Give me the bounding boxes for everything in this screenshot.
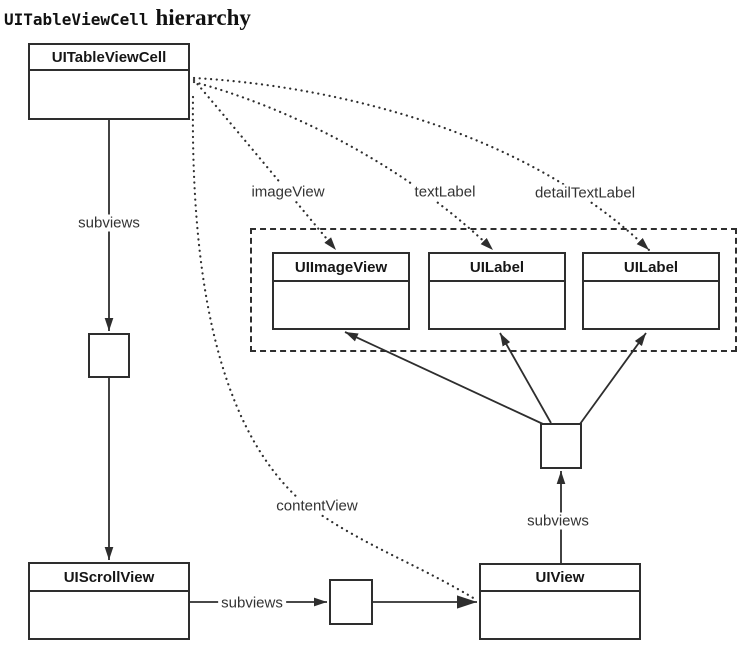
class-box-uiimageview-title: UIImageView [274, 254, 408, 282]
class-box-uiview-title: UIView [481, 565, 639, 592]
title-class-name: UITableViewCell [4, 10, 149, 29]
dotted-detailtextlabel-reference [192, 76, 651, 252]
diagram-title: UITableViewCell hierarchy [4, 5, 251, 31]
class-box-uiscrollview-title: UIScrollView [30, 564, 188, 592]
class-box-uitableviewcell: UITableViewCell [28, 43, 190, 120]
anonymous-view-square-center [540, 423, 582, 469]
dotted-imageview-reference [192, 78, 338, 252]
anonymous-view-square-bottom [329, 579, 373, 625]
class-box-uilabel-text: UILabel [428, 252, 566, 330]
class-box-uiscrollview: UIScrollView [28, 562, 190, 640]
title-word: hierarchy [155, 5, 251, 30]
class-box-uilabel-detail: UILabel [582, 252, 720, 330]
label-subviews-center: subviews [524, 512, 592, 530]
label-detailtextlabel-property: detailTextLabel [531, 184, 639, 202]
label-subviews-bottom: subviews [218, 594, 286, 612]
dotted-textlabel-reference [192, 80, 495, 252]
label-contentview-property: contentView [273, 497, 361, 515]
class-box-uitableviewcell-title: UITableViewCell [30, 45, 188, 71]
class-box-uilabel-text-title: UILabel [430, 254, 564, 282]
anonymous-view-square-left [88, 333, 130, 378]
label-imageview-property: imageView [248, 183, 328, 201]
label-subviews-left: subviews [75, 214, 143, 232]
class-box-uilabel-detail-title: UILabel [584, 254, 718, 282]
label-textlabel-property: textLabel [411, 183, 479, 201]
class-box-uiview: UIView [479, 563, 641, 640]
class-box-uiimageview: UIImageView [272, 252, 410, 330]
